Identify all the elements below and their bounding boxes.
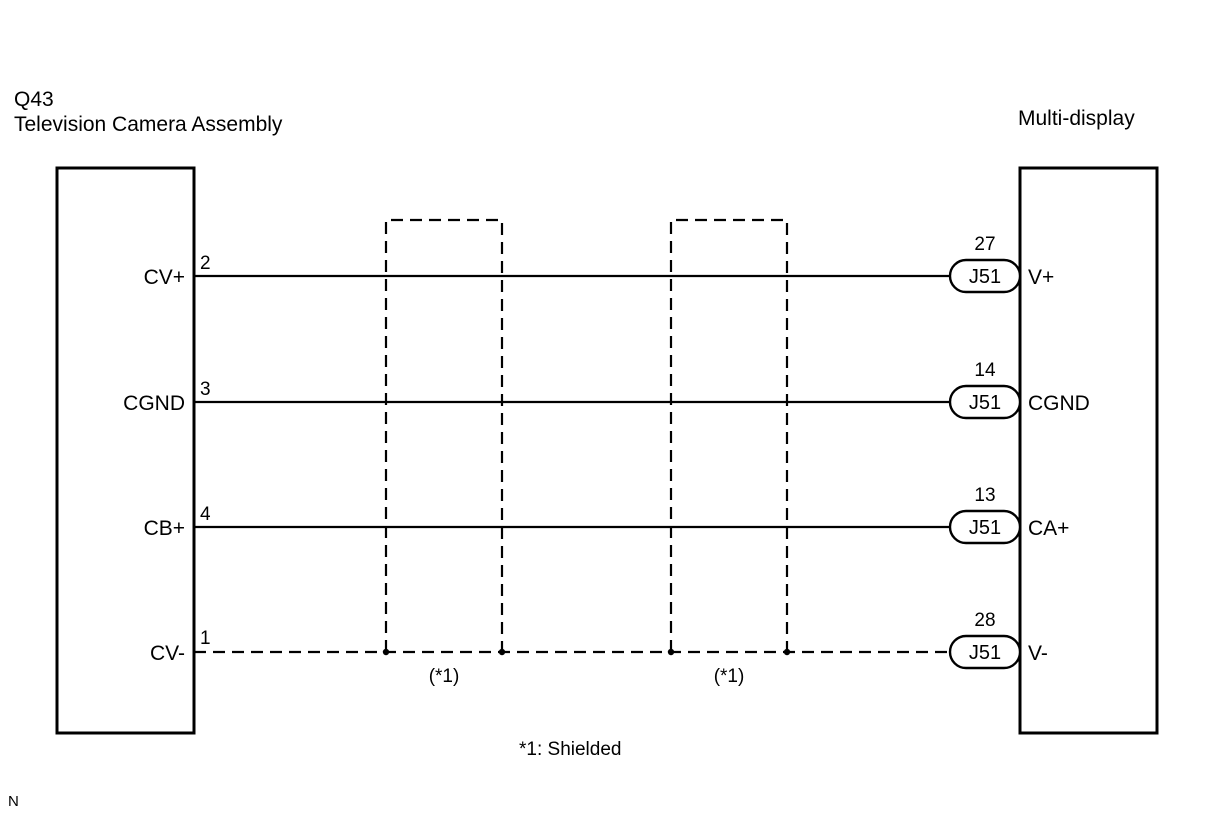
right-component-name: Multi-display [1018, 107, 1135, 130]
connector-j51-pin14: 14 J51 CGND [948, 360, 1090, 420]
connector-oval [948, 634, 1022, 670]
right-component-box [1018, 166, 1159, 735]
right-pin-number: 13 [974, 485, 995, 506]
shield-outline-left [384, 218, 504, 652]
junction-dot [783, 648, 791, 656]
shield-label: (*1) [429, 666, 460, 687]
left-component-name: Television Camera Assembly [14, 113, 283, 136]
right-pin-number: 28 [974, 610, 995, 631]
right-pin-signal: V+ [1028, 266, 1054, 289]
right-pin-signal: V- [1028, 642, 1048, 665]
shield-label: (*1) [714, 666, 745, 687]
left-pin-signal: CB+ [144, 517, 185, 540]
connector-oval [948, 258, 1022, 294]
left-component-box [55, 166, 196, 735]
junction-dot [382, 648, 390, 656]
connector-j51-pin13: 13 J51 CA+ [948, 485, 1069, 545]
connector-code: J51 [969, 642, 1001, 664]
left-pin-number: 2 [200, 253, 211, 274]
left-pin-signal: CV- [150, 642, 185, 665]
junction-dot [667, 648, 675, 656]
right-pin-signal: CA+ [1028, 517, 1069, 540]
junction-dot [498, 648, 506, 656]
corner-mark: N [8, 793, 19, 810]
shield-outline-right [669, 218, 789, 652]
connector-j51-pin28: 28 J51 V- [948, 610, 1048, 670]
left-pin-number: 3 [200, 379, 211, 400]
right-pin-number: 27 [974, 234, 995, 255]
left-component-code: Q43 [14, 88, 54, 111]
right-pin-number: 14 [974, 360, 996, 381]
left-pin-signal: CGND [123, 392, 185, 415]
connector-code: J51 [969, 266, 1001, 288]
connector-j51-pin27: 27 J51 V+ [948, 234, 1054, 294]
right-pin-signal: CGND [1028, 392, 1090, 415]
connector-oval [948, 384, 1022, 420]
connector-code: J51 [969, 517, 1001, 539]
connector-oval [948, 509, 1022, 545]
left-pin-number: 4 [200, 504, 211, 525]
left-pin-number: 1 [200, 628, 211, 649]
connector-code: J51 [969, 392, 1001, 414]
left-pin-signal: CV+ [144, 266, 185, 289]
shield-note: *1: Shielded [519, 739, 621, 760]
